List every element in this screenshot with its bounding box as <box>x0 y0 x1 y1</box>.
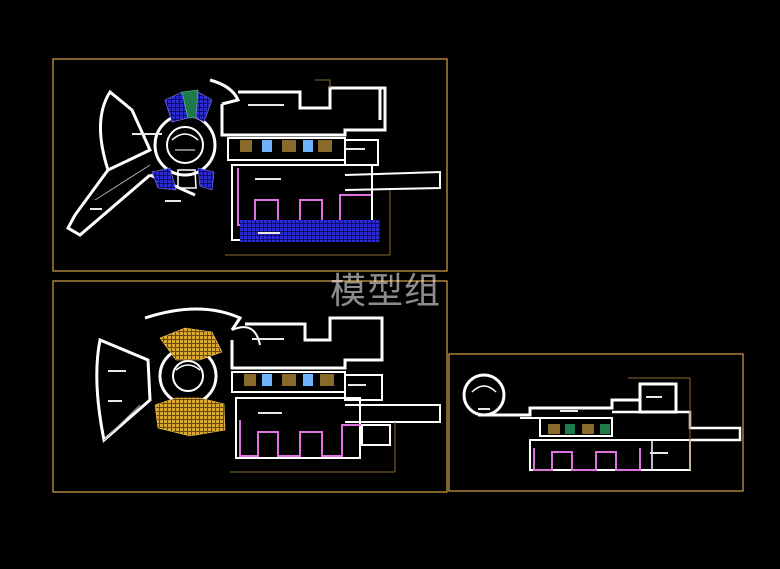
main-hall-outline <box>220 86 387 137</box>
sheet-upper-plan <box>52 58 448 272</box>
main-hall-outline <box>520 417 613 437</box>
sheet-frame <box>52 58 448 272</box>
sheet-lower-plan <box>52 280 448 493</box>
seating-floor <box>240 220 380 242</box>
annotation-ticks <box>478 396 668 454</box>
watermark-text: 模型组 <box>330 271 442 312</box>
diagonal-corridor <box>65 169 151 237</box>
seating-block <box>195 91 213 123</box>
seating-block <box>159 327 223 361</box>
fan-wing <box>99 89 152 173</box>
room-partitions <box>533 448 641 471</box>
annotation-ticks <box>90 104 365 234</box>
rotunda <box>153 113 217 177</box>
sheet-frame <box>52 280 448 493</box>
room-partitions <box>237 168 372 226</box>
sheet-ground-plan <box>448 353 744 492</box>
seating-block <box>151 167 177 191</box>
room-partitions <box>239 420 372 457</box>
sheet-frame <box>448 353 744 492</box>
fan-wing <box>95 337 152 443</box>
seating-block <box>197 167 215 191</box>
main-hall-outline <box>230 316 384 370</box>
annotation-ticks <box>108 338 366 414</box>
seating-block <box>154 397 226 437</box>
